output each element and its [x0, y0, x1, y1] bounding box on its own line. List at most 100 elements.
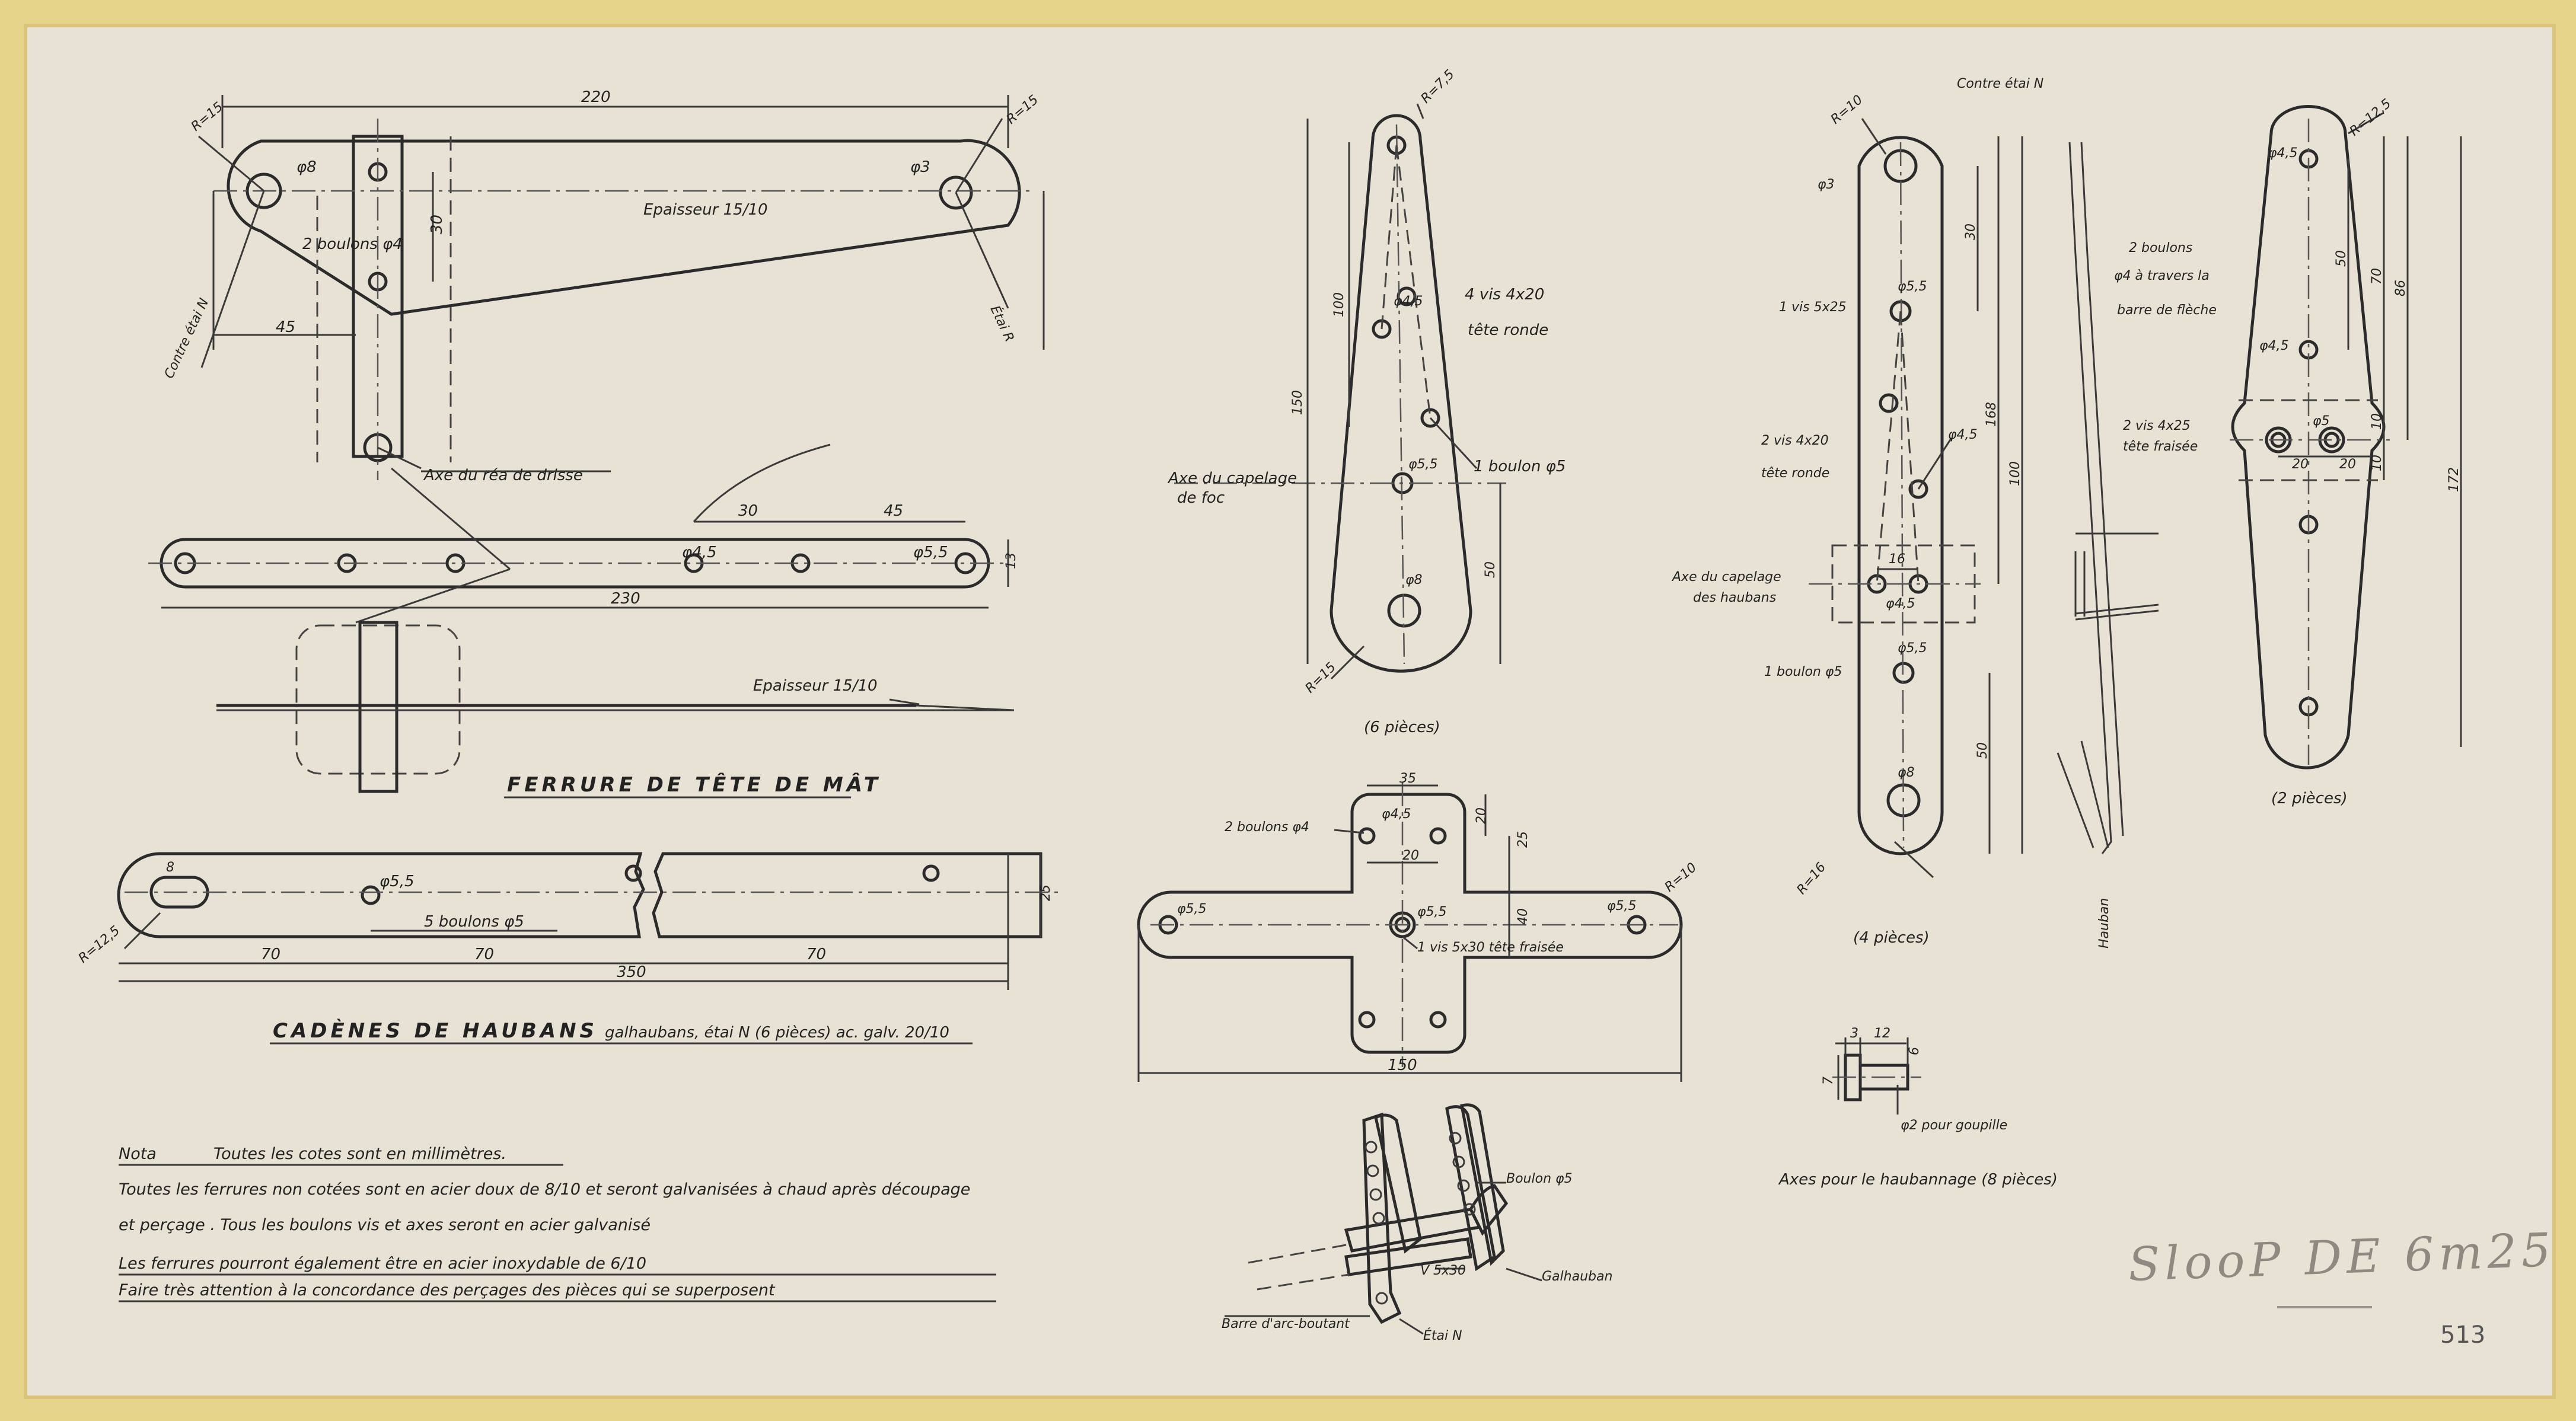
cross-fitting [1137, 783, 1683, 1082]
shroud-d55-b: φ5,5 [1898, 641, 1927, 656]
diamond-screws-2: tête fraisée [2123, 439, 2198, 454]
shroud-count: (4 pièces) [1853, 929, 1930, 947]
stem-fitting [1174, 103, 1506, 680]
stem-screws: 4 vis 4x20 [1465, 286, 1544, 304]
diamond-dim-86: 86 [2393, 280, 2408, 296]
drawing-title-stamp: SlooP DE 6m25 [2128, 1224, 2556, 1292]
chainplate-drawing [117, 852, 1061, 990]
diamond-dim-172: 172 [2447, 467, 2462, 492]
hole-d3: φ3 [910, 158, 930, 176]
dim-25: 25 [1038, 884, 1053, 901]
diamond-dim-10a: 10 [2370, 413, 2384, 430]
hole-d55-chain: φ5,5 [380, 873, 415, 890]
dim-220: 220 [581, 88, 611, 106]
diamond-r125: R=12,5 [2347, 96, 2394, 139]
assembly-bolt: Boulon φ5 [1506, 1171, 1573, 1186]
shroud-dim-100: 100 [2008, 461, 2023, 486]
diamond-d45-b: φ4,5 [2259, 339, 2289, 353]
cross-dim-40: 40 [1516, 908, 1531, 925]
drawing-number: 513 [2440, 1321, 2485, 1349]
stem-d55: φ5,5 [1408, 457, 1438, 472]
shroud-dim-16: 16 [1889, 552, 1905, 567]
title-mast-head: FERRURE DE TÊTE DE MÂT [507, 772, 881, 797]
pin-drawing [1832, 1037, 1921, 1115]
shroud-r10: R=10 [1828, 92, 1866, 127]
radius-right: R=15 [1004, 92, 1041, 127]
stem-dim-150: 150 [1290, 390, 1305, 415]
diamond-screws: 2 vis 4x25 [2123, 419, 2191, 433]
stem-radius-bottom: R=15 [1303, 660, 1339, 696]
stem-dim-50: 50 [1483, 561, 1498, 578]
assembly-screw: V 5x30 [1420, 1263, 1466, 1278]
note-line-4: Les ferrures pourront également être en … [119, 1254, 646, 1273]
shroud-fitting [1809, 118, 2159, 879]
dim-13: 13 [1004, 553, 1019, 569]
shroud-d55: φ5,5 [1898, 279, 1927, 294]
drawing-sheet [24, 24, 2556, 1399]
cross-dim-20a: 20 [1402, 848, 1419, 863]
shroud-dim-50: 50 [1975, 742, 1990, 759]
dim-230: 230 [611, 590, 640, 608]
side-view [216, 621, 1015, 793]
dim-70-c: 70 [806, 946, 826, 963]
shroud-contre-etai: Contre étai N [1957, 76, 2043, 91]
diamond-d5: φ5 [2313, 414, 2330, 429]
diamond-dim-20a: 20 [2292, 457, 2309, 472]
cross-d45: φ4,5 [1382, 807, 1411, 822]
stem-radius-top: R=7,5 [1418, 67, 1458, 106]
stem-axe-2: de foc [1177, 489, 1225, 507]
note-line-3: et perçage . Tous les boulons vis et axe… [119, 1216, 651, 1234]
shroud-dim-30: 30 [1963, 223, 1978, 240]
shroud-screws: 2 vis 4x20 [1761, 433, 1829, 448]
hole-d8: φ8 [297, 158, 317, 176]
cross-dim-25: 25 [1516, 831, 1531, 848]
stem-dim-100: 100 [1332, 292, 1347, 317]
diamond-bolts: 2 boulons [2129, 241, 2192, 256]
hole-d55: φ5,5 [913, 544, 948, 561]
shroud-dim-168: 168 [1984, 402, 1999, 427]
assembly-etai: Étai N [1423, 1328, 1462, 1343]
diamond-bolts-2: φ4 à travers la [2114, 269, 2210, 283]
cross-d55-right: φ5,5 [1607, 899, 1637, 914]
shroud-bolt: 1 boulon φ5 [1764, 665, 1842, 679]
dim-45-strap: 45 [884, 502, 903, 520]
dim-350: 350 [617, 963, 646, 981]
cross-d55-left: φ5,5 [1177, 902, 1207, 917]
diamond-dim-10b: 10 [2370, 455, 2384, 471]
diamond-count: (2 pièces) [2271, 790, 2348, 807]
diamond-dim-50: 50 [2334, 250, 2349, 267]
note-line-2: Toutes les ferrures non cotées sont en a… [119, 1180, 970, 1199]
diamond-fitting [2230, 105, 2462, 769]
cross-dim-35: 35 [1399, 771, 1416, 786]
dim-30-strap: 30 [738, 502, 758, 520]
shroud-screws-2: tête ronde [1761, 466, 1829, 481]
note-line-1: Toutes les cotes sont en millimètres. [213, 1145, 506, 1163]
stem-d45: φ4,5 [1394, 294, 1423, 309]
dim-30: 30 [428, 215, 446, 234]
bolts-chain: 5 boulons φ5 [424, 913, 524, 931]
stem-screws-2: tête ronde [1468, 321, 1548, 339]
assembly-galhauban: Galhauban [1542, 1269, 1612, 1284]
cross-r10: R=10 [1662, 860, 1700, 895]
nota-label: Nota [119, 1145, 157, 1163]
radius-chain: R=12,5 [76, 923, 123, 966]
shroud-screw: 1 vis 5x25 [1779, 300, 1847, 315]
hole-d45: φ4,5 [682, 544, 717, 561]
pin-dim-12: 12 [1874, 1026, 1890, 1041]
pin-hole: φ2 pour goupille [1901, 1118, 2007, 1133]
dim-70-a: 70 [261, 946, 280, 963]
mast-head-plate [198, 95, 1045, 480]
shroud-d8: φ8 [1898, 765, 1915, 780]
shroud-d3: φ3 [1818, 177, 1835, 192]
chainplates-spec: galhaubans, étai N (6 pièces) ac. galv. … [605, 1024, 949, 1042]
shroud-hauban: Hauban [2097, 898, 2112, 949]
etai-label: Étai R [987, 304, 1018, 344]
stem-axe: Axe du capelage [1167, 470, 1297, 487]
assembly-barre: Barre d'arc-boutant [1222, 1317, 1350, 1331]
pin-dim-3: 3 [1850, 1026, 1858, 1041]
pin-dim-7: 7 [1821, 1077, 1836, 1085]
assembly-sketch [1225, 1103, 1542, 1335]
stem-count: (6 pièces) [1364, 719, 1440, 736]
shroud-d45-b: φ4,5 [1886, 596, 1915, 611]
